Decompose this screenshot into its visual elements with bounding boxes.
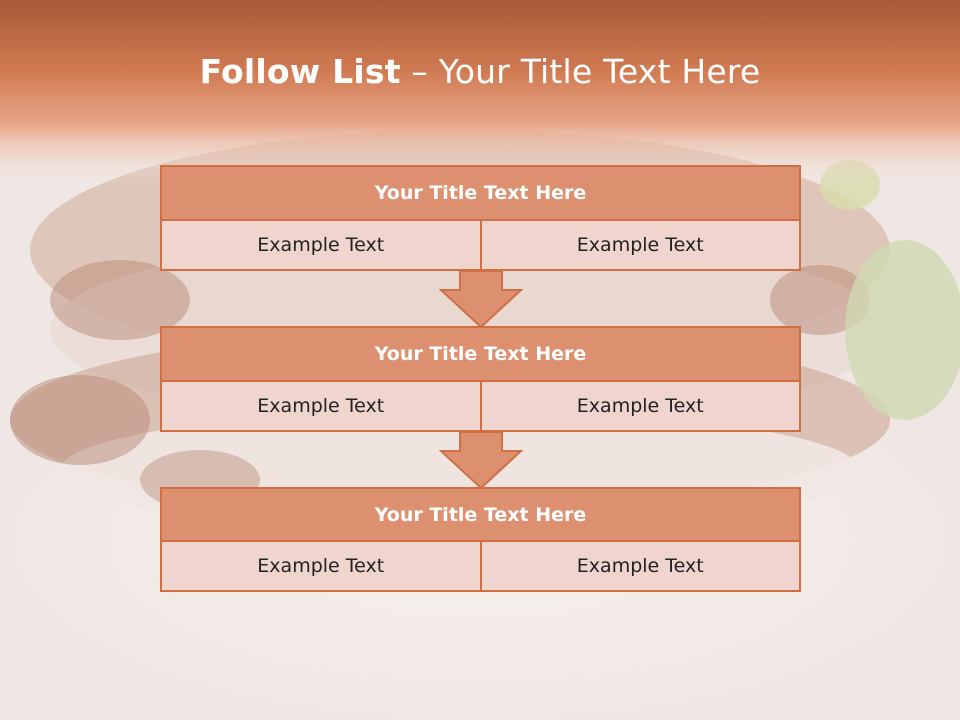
block-row: Example Text Example Text: [160, 382, 801, 432]
list-block-1: Your Title Text Here Example Text Exampl…: [160, 165, 801, 271]
block-cell-right: Example Text: [479, 542, 801, 592]
block-cell-right: Example Text: [479, 221, 801, 271]
block-cell-left: Example Text: [160, 542, 482, 592]
block-cell-right: Example Text: [479, 382, 801, 432]
slide-title-bold: Follow List: [199, 52, 401, 91]
list-block-2: Your Title Text Here Example Text Exampl…: [160, 326, 801, 432]
down-arrow-icon: [439, 431, 523, 489]
slide-title-rest: – Your Title Text Here: [400, 52, 761, 91]
slide-title: Follow List – Your Title Text Here: [0, 52, 960, 91]
block-cell-left: Example Text: [160, 221, 482, 271]
block-title: Your Title Text Here: [160, 326, 801, 382]
block-row: Example Text Example Text: [160, 542, 801, 592]
block-row: Example Text Example Text: [160, 221, 801, 271]
down-arrow-icon: [439, 270, 523, 328]
block-title: Your Title Text Here: [160, 487, 801, 542]
block-cell-left: Example Text: [160, 382, 482, 432]
block-title: Your Title Text Here: [160, 165, 801, 221]
list-block-3: Your Title Text Here Example Text Exampl…: [160, 487, 801, 592]
